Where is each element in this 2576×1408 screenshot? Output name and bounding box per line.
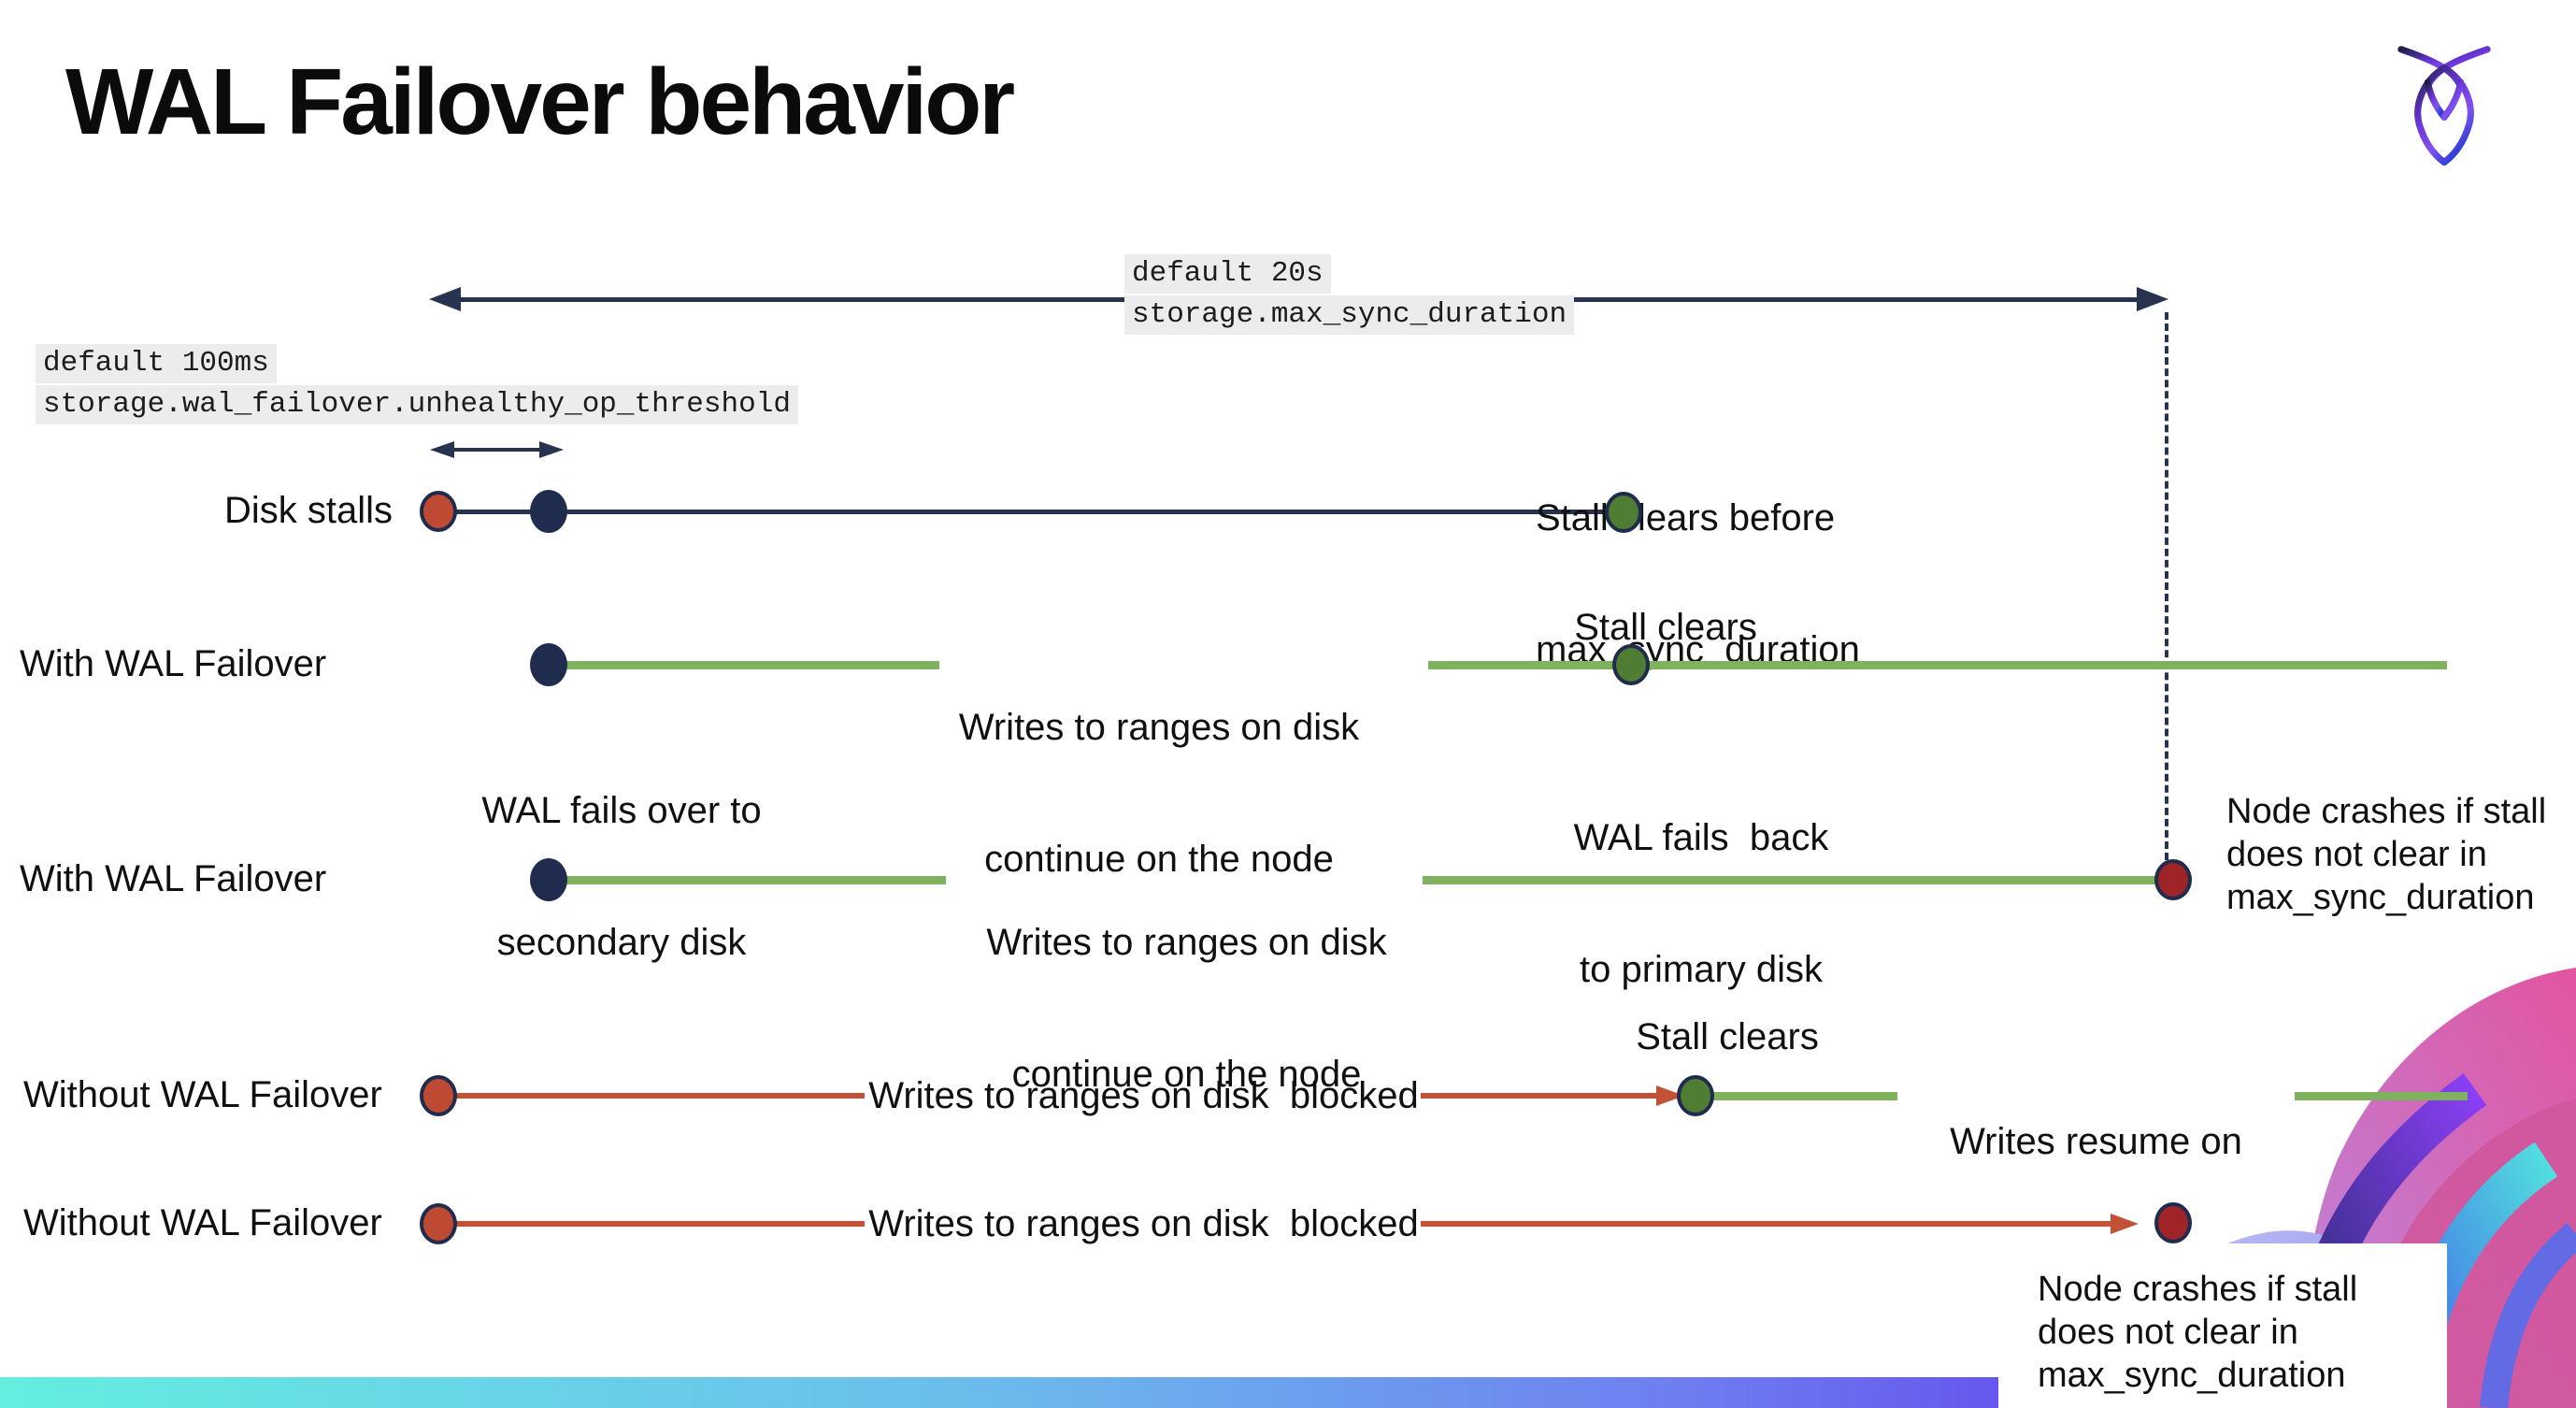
failback-note: WAL fails back to primary disk: [1573, 817, 1829, 990]
arrowhead-left-icon: [429, 287, 461, 311]
row-label-without-wal-failover-2: Without WAL Failover: [23, 1202, 382, 1243]
row2-writes-continue-note: Writes to ranges on disk continue on the…: [958, 707, 1360, 880]
small-arrowhead-left-icon: [430, 441, 454, 458]
max-sync-default-value: default 20s: [1124, 254, 1331, 294]
row3-failover-trigger-dot: [530, 858, 567, 901]
row-label-with-wal-failover-2: With WAL Failover: [20, 858, 327, 899]
row5-node-crash-note: Node crashes if stall does not clear in …: [2038, 1270, 2358, 1395]
row2-stall-clears-dot: [1612, 644, 1650, 685]
row5-red-arrowhead-icon: [2111, 1214, 2139, 1234]
row2-green-line-a: [556, 661, 939, 669]
unhealthy-op-threshold-label: default 100ms storage.wal_failover.unhea…: [36, 344, 798, 426]
row5-stall-start-dot: [420, 1203, 457, 1244]
failover-note: WAL fails over to secondary disk: [481, 790, 762, 963]
row5-crash-note-box: Node crashes if stall does not clear in …: [1998, 1243, 2447, 1408]
row5-red-line-b: [1421, 1221, 2111, 1227]
row4-green-line-b: [2295, 1092, 2468, 1100]
page-title: WAL Failover behavior: [65, 50, 1015, 154]
row4-writes-blocked-note: Writes to ranges on disk blocked: [868, 1075, 1419, 1116]
row4-stall-start-dot: [420, 1075, 457, 1116]
failover-trigger-dot: [530, 643, 567, 686]
row-label-with-wal-failover-1: With WAL Failover: [20, 643, 327, 684]
row2-green-line-b: [1428, 661, 2447, 669]
row5-writes-blocked-note: Writes to ranges on disk blocked: [868, 1203, 1419, 1244]
row2-stall-clears-note: Stall clears: [1574, 607, 1757, 648]
max-sync-duration-label: default 20s storage.max_sync_duration: [1124, 254, 1575, 337]
disk-stalls-timeline: [438, 510, 1624, 514]
row3-node-crash-dot: [2154, 859, 2192, 900]
row5-red-line-a: [438, 1221, 865, 1227]
row4-red-line-b: [1421, 1093, 1656, 1099]
row4-stall-clears-dot: [1677, 1075, 1714, 1116]
max-sync-setting-name: storage.max_sync_duration: [1124, 295, 1575, 335]
small-arrowhead-right-icon: [539, 441, 564, 458]
threshold-setting-name: storage.wal_failover.unhealthy_op_thresh…: [36, 385, 798, 424]
row5-node-crash-dot: [2154, 1202, 2192, 1243]
threshold-reached-dot: [530, 490, 567, 533]
threshold-default-value: default 100ms: [36, 344, 277, 383]
stall-clears-dot: [1605, 492, 1642, 533]
row-label-without-wal-failover-1: Without WAL Failover: [23, 1074, 382, 1115]
row4-stall-clears-note: Stall clears: [1636, 1016, 1819, 1057]
row3-green-line-a: [556, 876, 946, 884]
deadline-dashed-line: [2165, 312, 2168, 860]
stall-start-dot: [420, 491, 457, 532]
threshold-span-line: [451, 448, 544, 452]
row-label-disk-stalls: Disk stalls: [223, 490, 393, 531]
arrowhead-right-icon: [2137, 287, 2168, 311]
row3-node-crash-note: Node crashes if stall does not clear in …: [2226, 792, 2547, 917]
cockroach-labs-logo-icon: [2393, 41, 2496, 171]
row4-green-line-a: [1712, 1092, 1897, 1100]
row3-writes-continue-note: Writes to ranges on disk continue on the…: [986, 922, 1387, 1095]
stall-clears-before-note: Stall clears before max_sync_duration: [1536, 497, 1860, 670]
row3-green-line-b: [1423, 876, 2173, 884]
row4-red-line-a: [438, 1093, 865, 1099]
